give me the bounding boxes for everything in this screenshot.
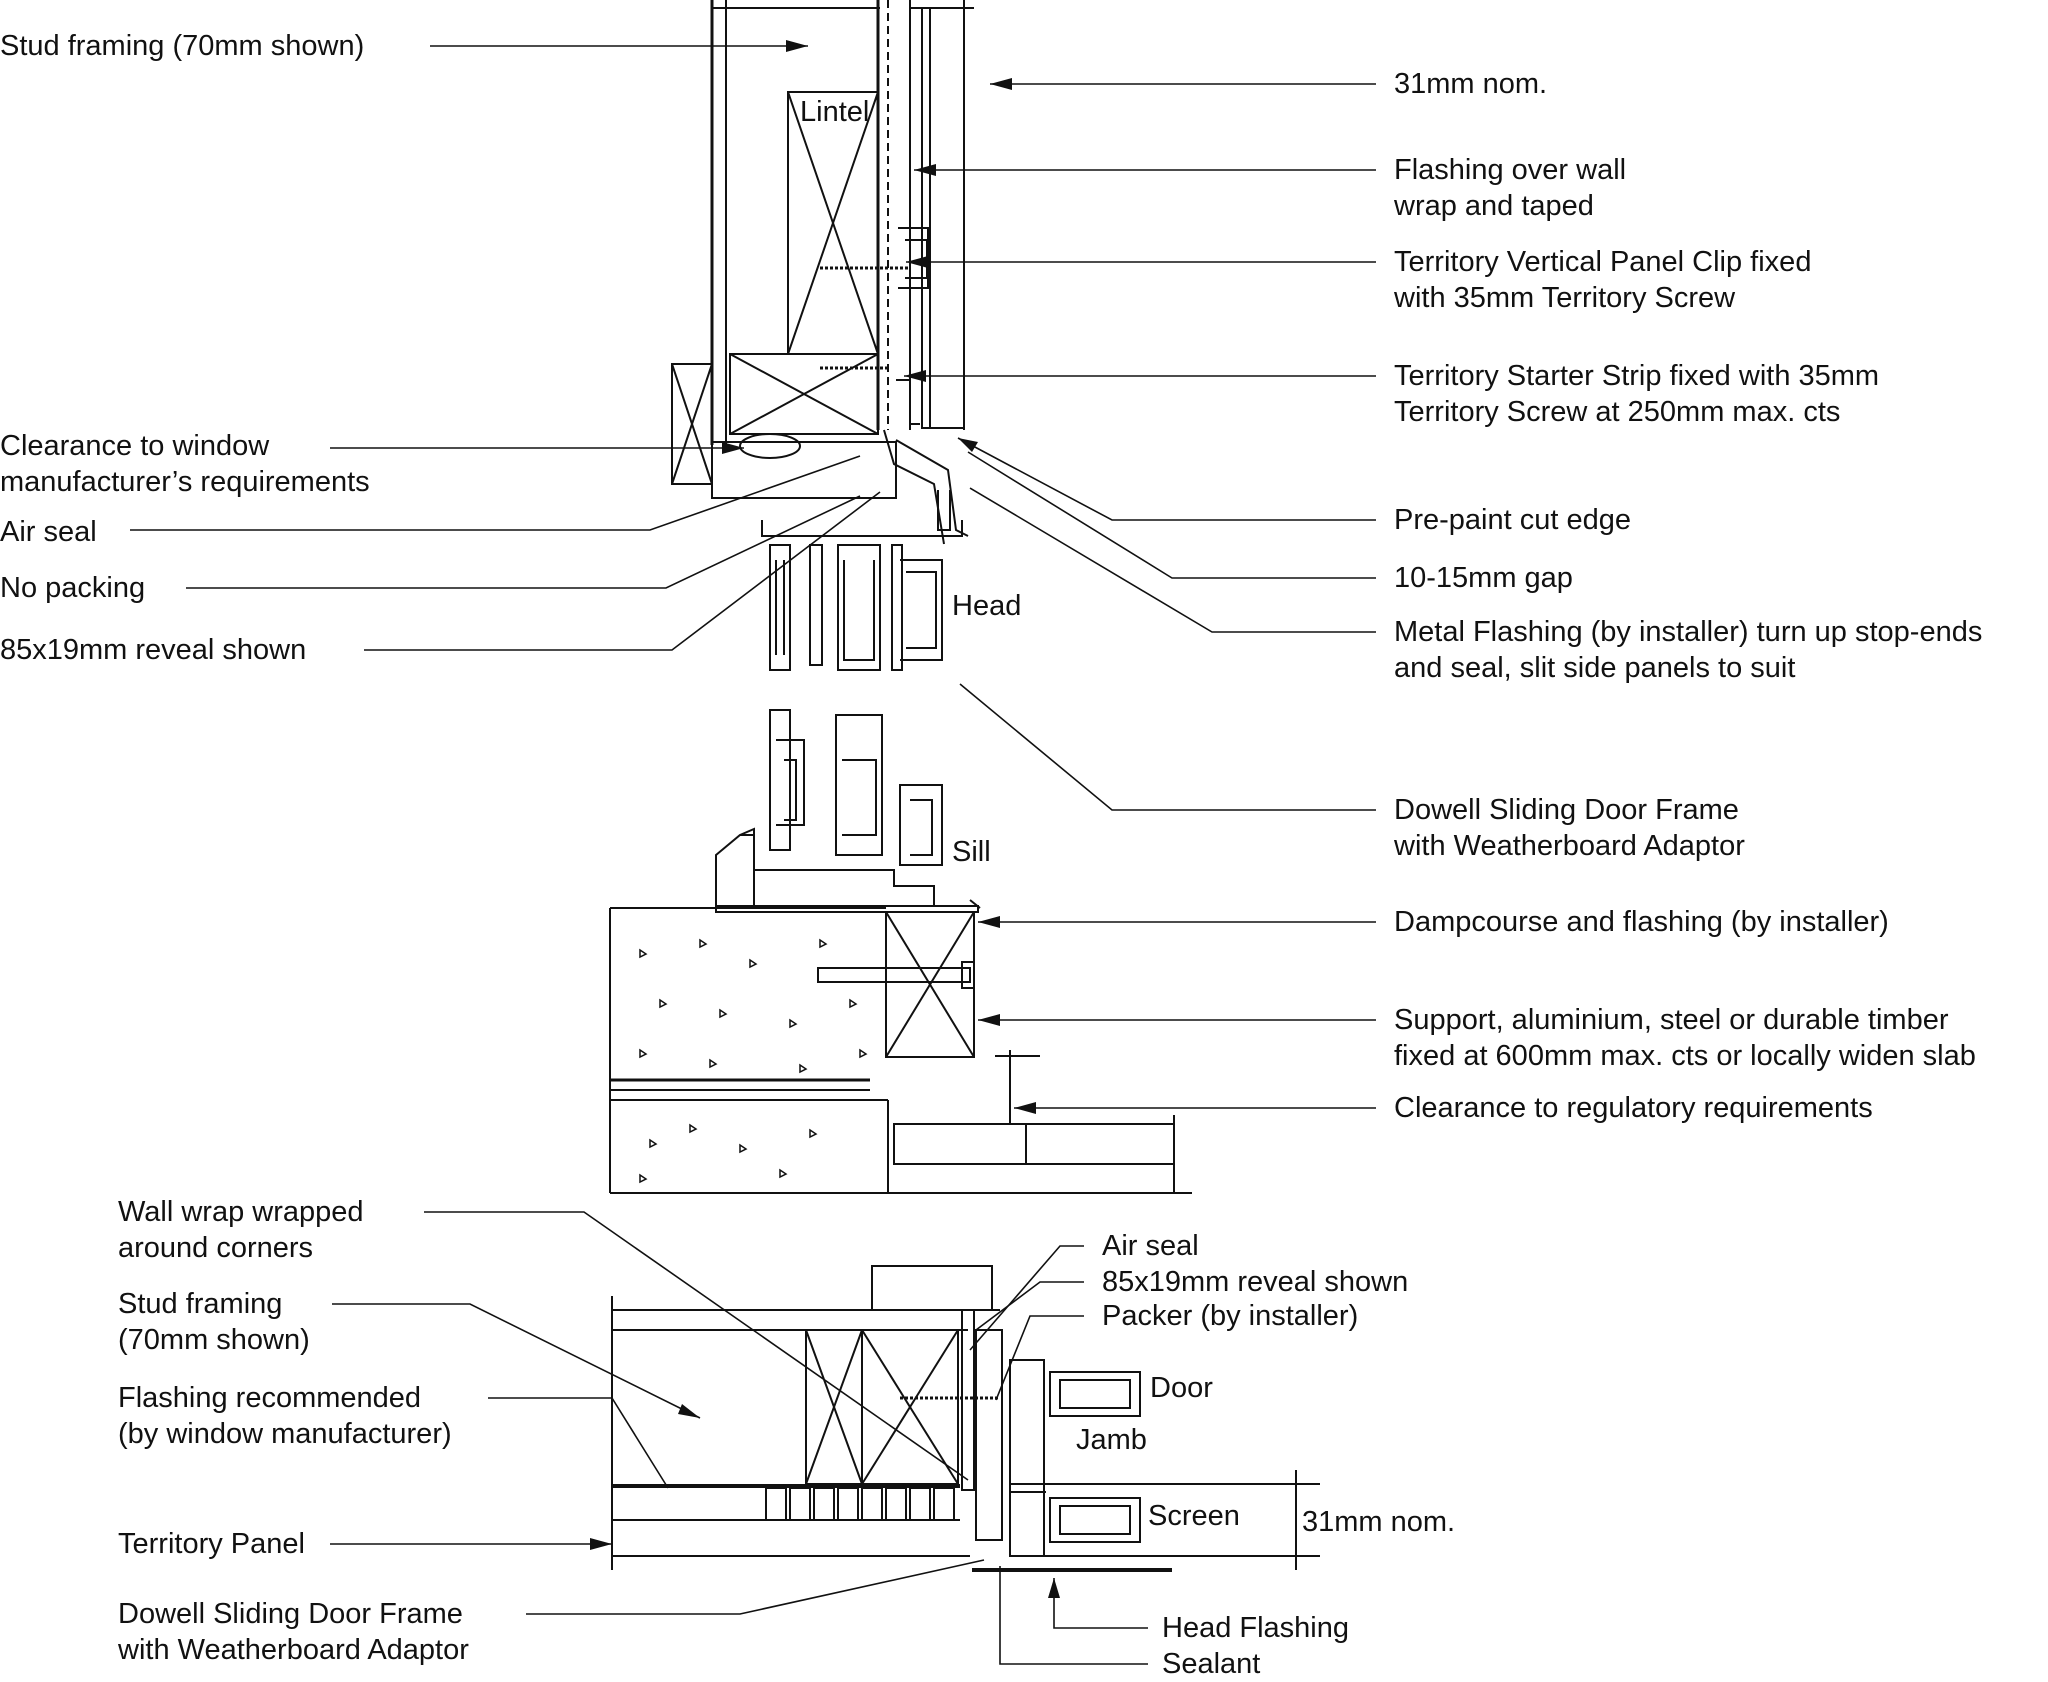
- clearance-window-line2: manufacturer’s requirements: [0, 466, 370, 498]
- metal-flashing-line2: and seal, slit side panels to suit: [1394, 652, 1796, 684]
- jamb-stud-framing-label: Stud framing (70mm shown): [118, 1286, 310, 1358]
- clearance-window-line1: Clearance to window: [0, 430, 270, 462]
- head-flashing-label: Head Flashing: [1162, 1612, 1349, 1644]
- head-detail: [671, 0, 974, 671]
- jamb-dowell-frame-label: Dowell Sliding Door Frame with Weatherbo…: [118, 1596, 469, 1668]
- flashing-wrap-line1: Flashing over wall: [1394, 154, 1627, 186]
- starter-strip-line2: Territory Screw at 250mm max. cts: [1394, 396, 1841, 428]
- screen-tag: Screen: [1148, 1500, 1240, 1532]
- jamb-nom31-label: 31mm nom.: [1302, 1506, 1456, 1538]
- no-packing-label: No packing: [0, 572, 146, 604]
- starter-strip-line1: Territory Starter Strip fixed with 35mm: [1394, 360, 1880, 392]
- jamb-stud-framing-line1: Stud framing: [118, 1288, 283, 1320]
- flashing-recommended-line1: Flashing recommended: [118, 1382, 422, 1414]
- metal-flashing-label: Metal Flashing (by installer) turn up st…: [1394, 614, 1982, 686]
- clearance-window-label: Clearance to window manufacturer’s requi…: [0, 428, 370, 500]
- dowell-frame-label: Dowell Sliding Door Frame with Weatherbo…: [1394, 792, 1745, 864]
- panel-clip-line1: Territory Vertical Panel Clip fixed: [1394, 246, 1812, 278]
- dampcourse-label: Dampcourse and flashing (by installer): [1394, 906, 1889, 938]
- sill-tag: Sill: [952, 836, 991, 868]
- sealant-label: Sealant: [1162, 1648, 1261, 1680]
- stud-framing-label: Stud framing (70mm shown): [0, 30, 365, 62]
- clearance-reg-label: Clearance to regulatory requirements: [1394, 1092, 1873, 1124]
- starter-strip-label: Territory Starter Strip fixed with 35mm …: [1394, 358, 1879, 430]
- panel-clip-line2: with 35mm Territory Screw: [1394, 282, 1736, 314]
- jamb-detail: [611, 1265, 1320, 1572]
- wall-wrap-label: Wall wrap wrapped around corners: [118, 1194, 364, 1266]
- metal-flashing-line1: Metal Flashing (by installer) turn up st…: [1394, 616, 1983, 648]
- jamb-dowell-frame-line2: with Weatherboard Adaptor: [118, 1634, 469, 1666]
- jamb-tag: Jamb: [1076, 1424, 1147, 1456]
- gap-label: 10-15mm gap: [1394, 562, 1573, 594]
- nom31-label: 31mm nom.: [1394, 68, 1548, 100]
- panel-clip-label: Territory Vertical Panel Clip fixed with…: [1394, 244, 1811, 316]
- packer-label: Packer (by installer): [1102, 1300, 1359, 1332]
- arrowheads: [590, 40, 1060, 1598]
- air-seal-label: Air seal: [0, 516, 97, 548]
- flashing-recommended-line2: (by window manufacturer): [118, 1418, 452, 1450]
- support-label: Support, aluminium, steel or durable tim…: [1394, 1002, 1976, 1074]
- jamb-air-seal-label: Air seal: [1102, 1230, 1199, 1262]
- flashing-wrap-label: Flashing over wall wrap and taped: [1394, 152, 1626, 224]
- jamb-reveal-label: 85x19mm reveal shown: [1102, 1266, 1409, 1298]
- door-tag: Door: [1150, 1372, 1213, 1404]
- prepaint-label: Pre-paint cut edge: [1394, 504, 1631, 536]
- jamb-dowell-frame-line1: Dowell Sliding Door Frame: [118, 1598, 463, 1630]
- sill-detail: [609, 709, 1192, 1194]
- territory-panel-label: Territory Panel: [118, 1528, 305, 1560]
- wall-wrap-line2: around corners: [118, 1232, 314, 1264]
- head-tag: Head: [952, 590, 1022, 622]
- leader-lines: [130, 45, 1376, 1665]
- wall-wrap-line1: Wall wrap wrapped: [118, 1196, 364, 1228]
- jamb-stud-framing-line2: (70mm shown): [118, 1324, 310, 1356]
- lintel-tag: Lintel: [800, 96, 870, 128]
- dowell-frame-line2: with Weatherboard Adaptor: [1394, 830, 1745, 862]
- flashing-wrap-line2: wrap and taped: [1394, 190, 1594, 222]
- support-line1: Support, aluminium, steel or durable tim…: [1394, 1004, 1949, 1036]
- reveal-label: 85x19mm reveal shown: [0, 634, 307, 666]
- flashing-recommended-label: Flashing recommended (by window manufact…: [118, 1380, 452, 1452]
- dowell-frame-line1: Dowell Sliding Door Frame: [1394, 794, 1739, 826]
- support-line2: fixed at 600mm max. cts or locally widen…: [1394, 1040, 1976, 1072]
